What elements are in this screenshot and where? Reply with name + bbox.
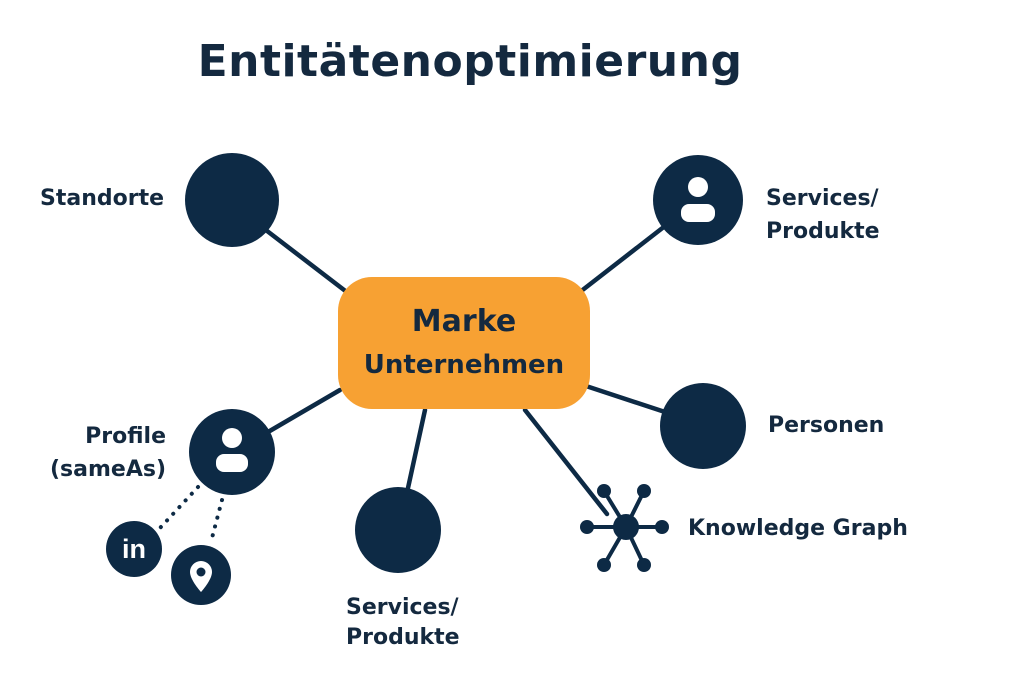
center-label-unternehmen: Unternehmen — [363, 350, 565, 380]
label-services-bottom-1: Services/ — [346, 595, 459, 620]
node-profile — [189, 409, 275, 495]
node-services-top — [653, 155, 743, 245]
linkedin-node — [106, 521, 162, 577]
node-services-bottom — [355, 487, 441, 573]
label-services-top-1: Services/ — [766, 186, 879, 211]
node-personen — [660, 383, 746, 469]
connector-knowledge-graph — [522, 407, 610, 517]
label-knowledge-graph: Knowledge Graph — [688, 516, 908, 541]
connector-profile — [265, 387, 343, 435]
diagram-title: Entitätenoptimierung — [197, 36, 743, 87]
label-services-top-2: Produkte — [766, 219, 880, 244]
linkedin-icon: in — [122, 534, 146, 564]
node-standorte — [185, 153, 279, 247]
label-standorte: Standorte — [40, 186, 165, 211]
dotted-link-location — [210, 498, 224, 540]
label-services-bottom-2: Produkte — [346, 625, 460, 650]
connector-services-bottom — [405, 407, 428, 491]
map-pin-icon — [190, 561, 212, 592]
connectors — [255, 221, 668, 517]
center-node — [338, 277, 590, 409]
label-profile-1: Profile — [85, 424, 166, 449]
label-personen: Personen — [768, 413, 885, 438]
center-label-marke: Marke — [411, 304, 517, 339]
network-graph-icon — [580, 484, 669, 572]
user-icon — [681, 177, 715, 222]
label-profile-2: (sameAs) — [49, 457, 166, 482]
dotted-link-linkedin — [158, 485, 200, 530]
user-icon — [216, 428, 248, 472]
connector-services-top — [577, 223, 668, 295]
connector-personen — [583, 383, 668, 415]
dotted-links — [158, 485, 224, 540]
connector-standorte — [255, 221, 351, 296]
